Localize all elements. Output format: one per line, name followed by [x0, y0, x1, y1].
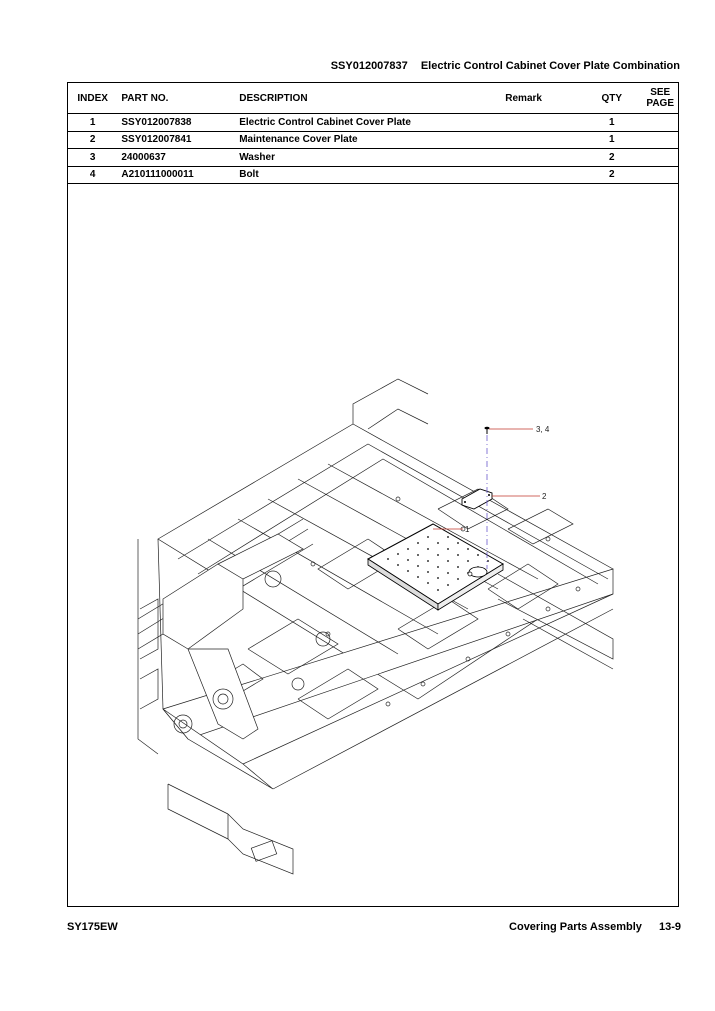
table-row: 2 SSY012007841 Maintenance Cover Plate 1 [68, 131, 678, 149]
header-remark: Remark [501, 83, 582, 114]
row-description: Electric Control Cabinet Cover Plate [235, 113, 502, 132]
assembly-title: Electric Control Cabinet Cover Plate Com… [420, 60, 680, 72]
footer-section: Covering Parts Assembly 13-9 [509, 921, 681, 933]
callout-label-3-4: 3, 4 [536, 425, 550, 434]
row-qty: 2 [581, 166, 643, 184]
row-part-no: SSY012007838 [117, 113, 236, 132]
assembly-code: SSY012007837 [330, 60, 408, 72]
row-see-page [642, 166, 678, 184]
header-index: INDEX [68, 83, 118, 114]
header-page-label: PAGE [646, 98, 674, 109]
row-description: Bolt [235, 166, 502, 184]
row-description: Washer [235, 148, 502, 167]
row-index: 1 [68, 113, 118, 132]
row-see-page [642, 148, 678, 167]
chassis-frame [137, 378, 614, 875]
table-row: 1 SSY012007838 Electric Control Cabinet … [68, 113, 678, 132]
header-see-label: SEE [650, 87, 671, 98]
footer-section-name: Covering Parts Assembly [509, 921, 642, 933]
callout-label-2: 2 [542, 492, 547, 501]
row-qty: 1 [581, 113, 643, 132]
row-part-no: 24000637 [117, 148, 236, 167]
row-part-no: SSY012007841 [117, 131, 236, 149]
callout-label-1: 1 [465, 525, 470, 534]
header-description: DESCRIPTION [235, 83, 502, 114]
header-see-page: SEE PAGE [642, 83, 678, 114]
row-see-page [642, 131, 678, 149]
parts-frame: INDEX PART NO. DESCRIPTION Remark QTY SE… [67, 82, 679, 907]
footer-model: SY175EW [67, 921, 118, 933]
row-remark [501, 131, 582, 149]
footer-page-number: 13-9 [658, 921, 681, 933]
row-remark [501, 113, 582, 132]
table-row: 4 A210111000011 Bolt 2 [68, 166, 678, 184]
cover-plate-part-1 [367, 523, 504, 611]
parts-table: INDEX PART NO. DESCRIPTION Remark QTY SE… [68, 83, 678, 184]
page-header: SSY012007837 Electric Control Cabinet Co… [331, 60, 680, 72]
header-qty: QTY [581, 83, 643, 114]
row-see-page [642, 113, 678, 132]
exploded-view-drawing: 3, 4 2 1 [137, 378, 614, 875]
row-qty: 1 [581, 131, 643, 149]
header-part-no: PART NO. [117, 83, 236, 114]
row-index: 3 [68, 148, 118, 167]
table-header-row: INDEX PART NO. DESCRIPTION Remark QTY SE… [68, 83, 678, 114]
row-qty: 2 [581, 148, 643, 167]
row-description: Maintenance Cover Plate [235, 131, 502, 149]
row-index: 4 [68, 166, 118, 184]
callout-leaders [433, 428, 540, 530]
row-remark [501, 148, 582, 167]
maintenance-cover-part-2 [461, 488, 493, 510]
table-row: 3 24000637 Washer 2 [68, 148, 678, 167]
row-remark [501, 166, 582, 184]
row-part-no: A210111000011 [117, 166, 236, 184]
bolt-washer-part-3-4 [484, 426, 490, 434]
row-index: 2 [68, 131, 118, 149]
